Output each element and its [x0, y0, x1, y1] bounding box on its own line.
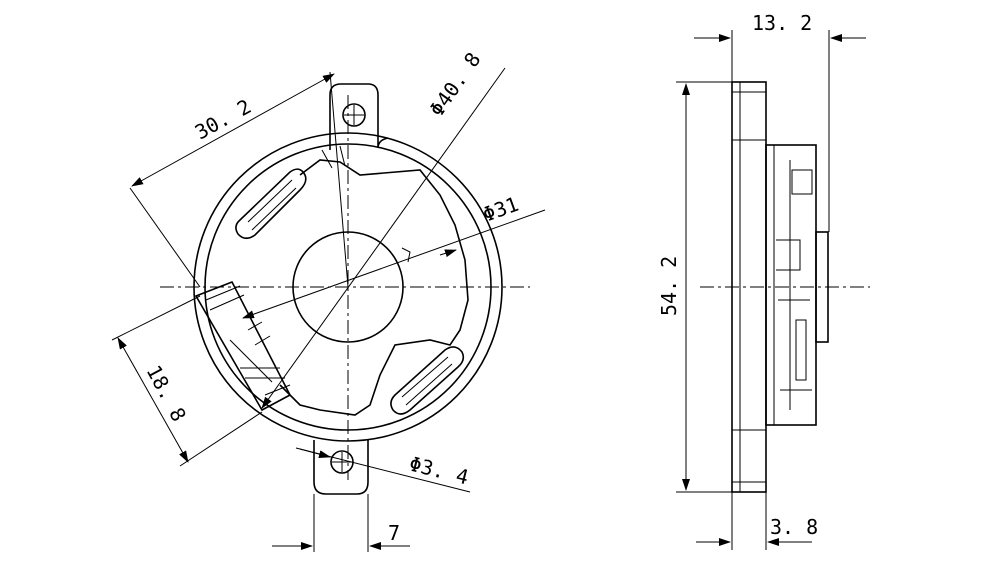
front-view: Φ40. 8 Φ31 30. 2 18. 8 Φ3. 4 7: [111, 48, 546, 552]
inner-chamber-outline: [279, 159, 469, 416]
outer-ring-inner-edge: [204, 143, 492, 431]
upper-slot: [235, 168, 307, 240]
dim-inner-diameter: Φ31: [480, 192, 522, 227]
dim-line-connector: [117, 337, 189, 463]
dim-line-center-to-hole: [131, 73, 335, 187]
dim-center-to-hole: 30. 2: [191, 94, 255, 144]
center-hub: [292, 231, 404, 343]
dim-outer-diameter: Φ40. 8: [424, 48, 485, 121]
top-mounting-hole: [342, 103, 366, 127]
dim-flange-thickness: 3. 8: [770, 515, 818, 539]
outer-ring: [193, 132, 503, 442]
bottom-mounting-tab: [313, 440, 369, 495]
dim-line-outer-diameter: [261, 67, 506, 409]
side-view: 13. 2 54. 2 3. 8: [657, 11, 870, 550]
dim-total-depth: 13. 2: [752, 11, 812, 35]
lower-slot: [390, 346, 465, 415]
top-mounting-tab: [329, 83, 389, 150]
dim-tab-width: 7: [388, 521, 400, 545]
dim-total-height: 54. 2: [657, 256, 681, 316]
connector-pins: [205, 285, 291, 396]
dim-line-inner-diameter: [242, 209, 546, 319]
connector-housing: [194, 280, 292, 412]
